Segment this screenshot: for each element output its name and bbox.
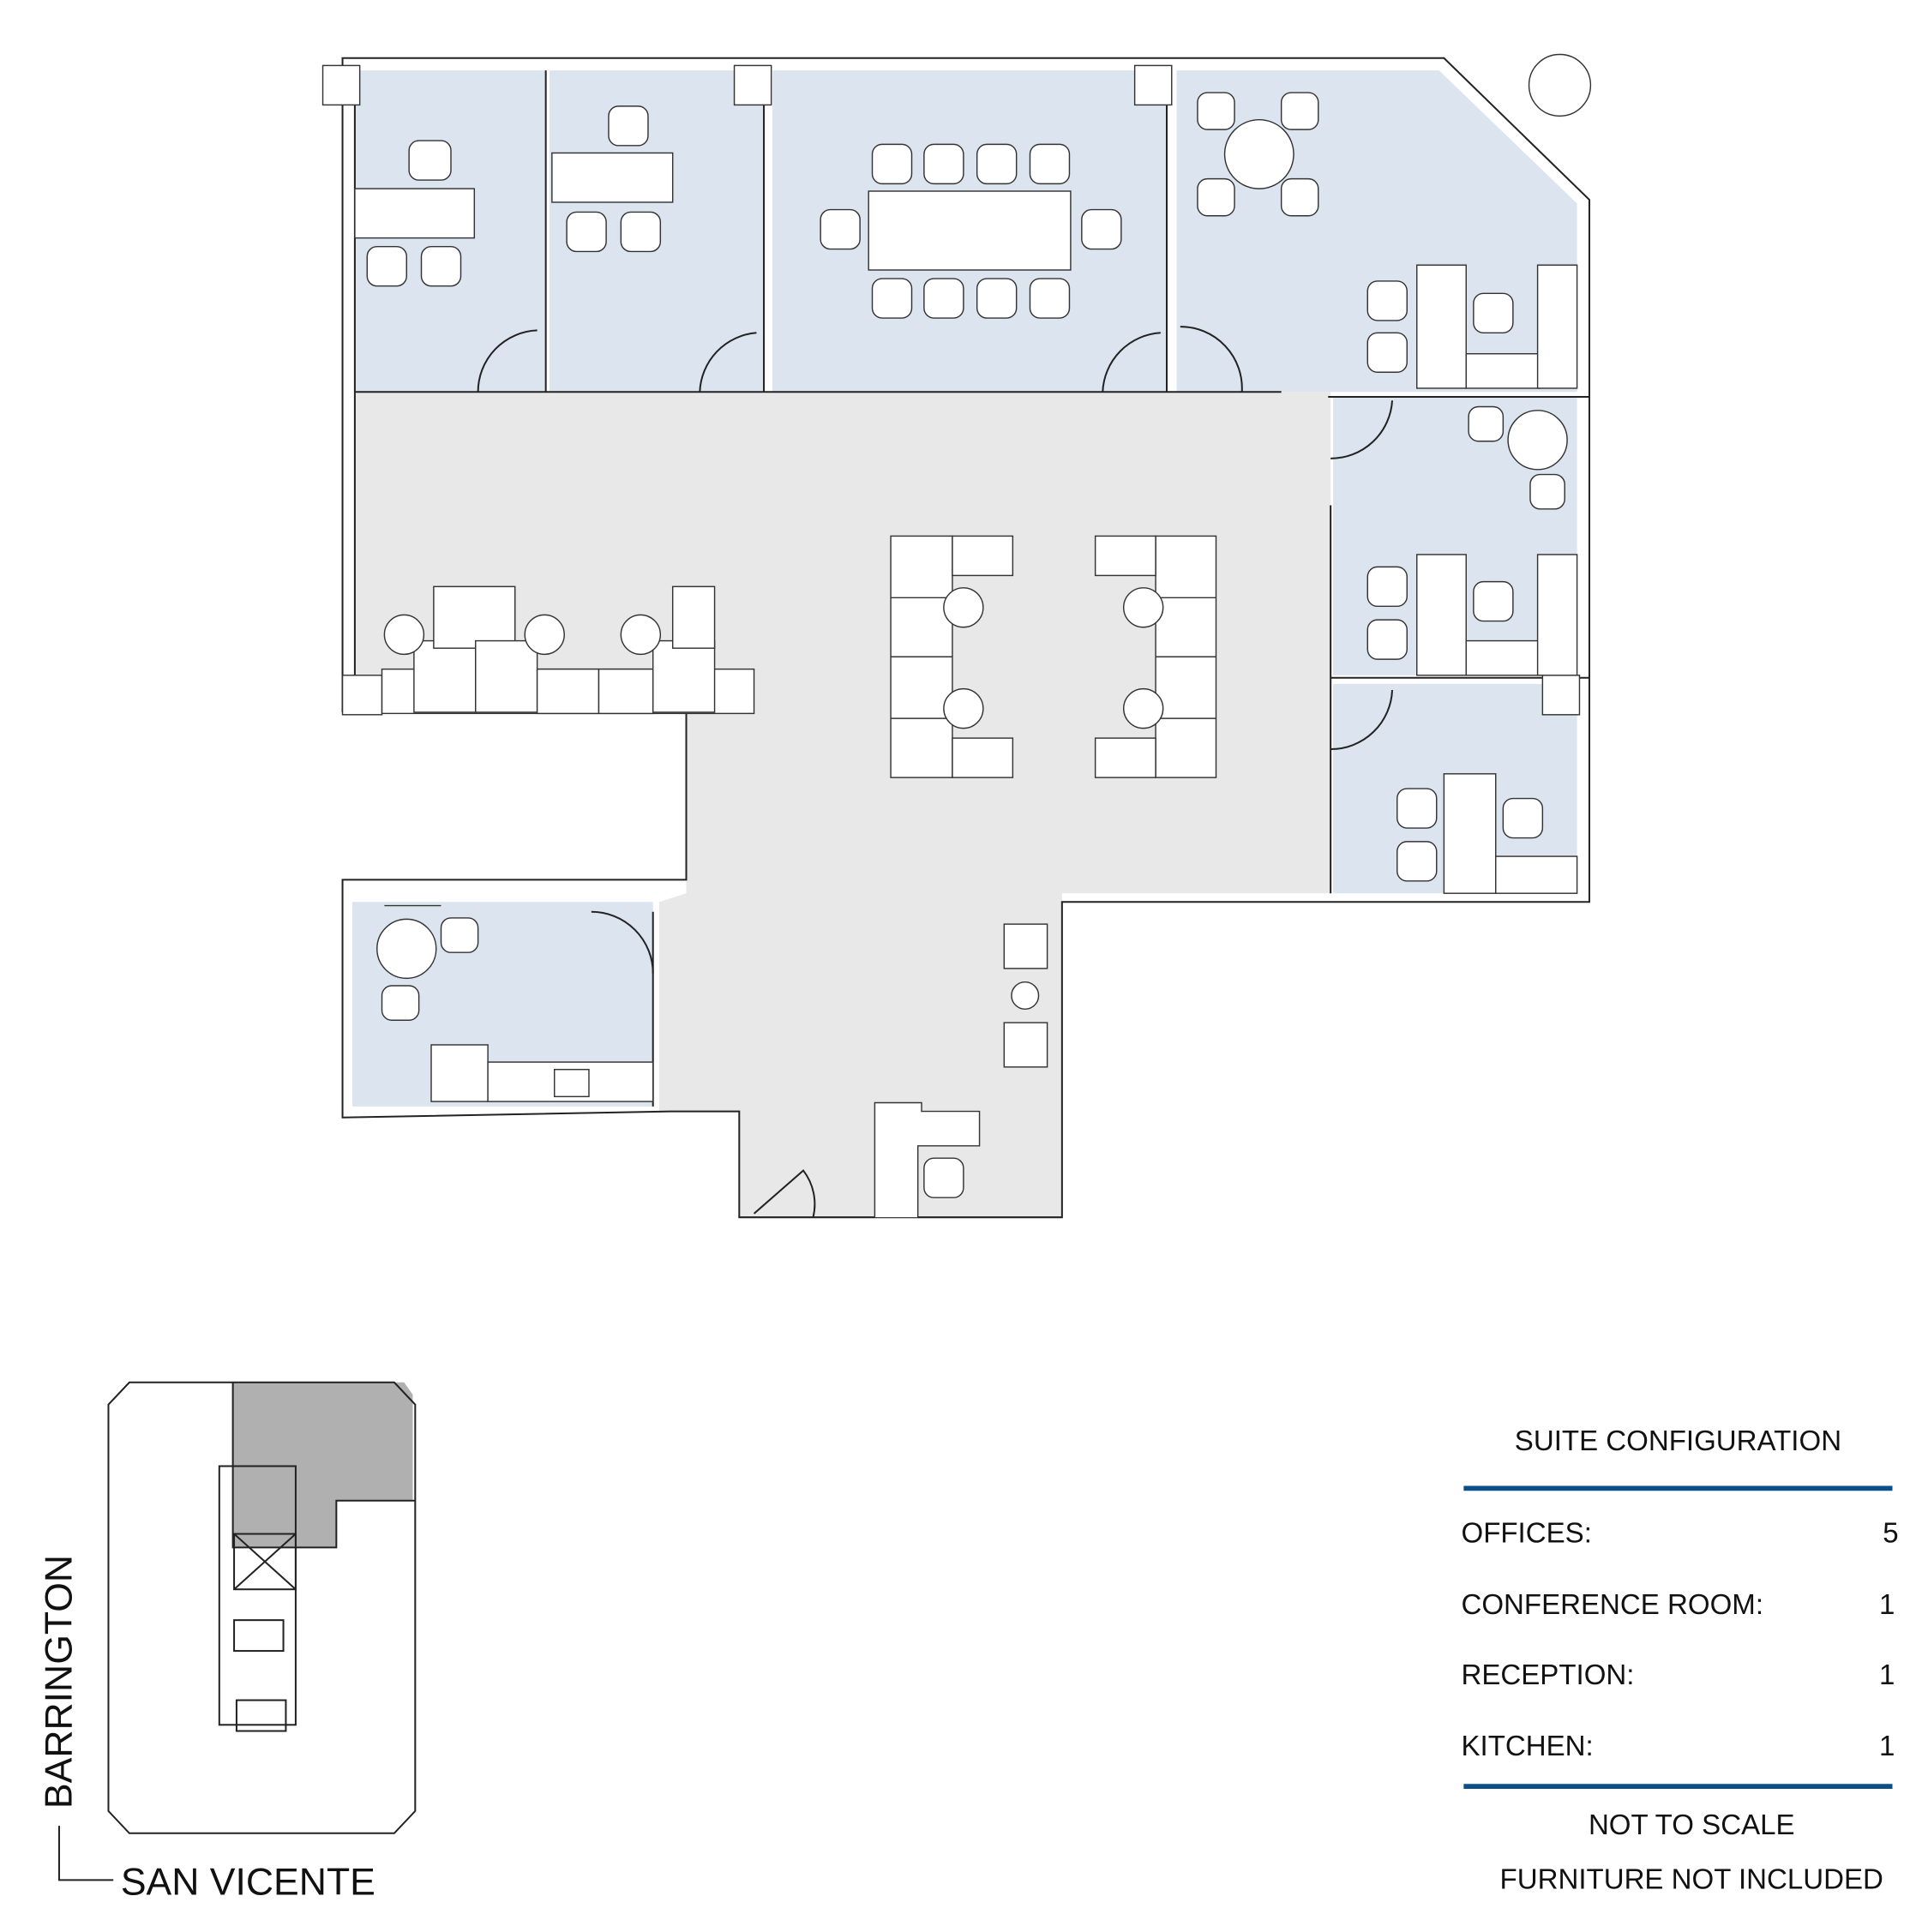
building-core [218,1382,416,1732]
legend-label-reception: RECEPTION: [1461,1659,1634,1691]
street-label-san-vicente: SAN VICENTE [121,1862,375,1904]
building-outline [107,1381,417,1834]
exterior-wall [341,57,1590,1219]
legend-title: SUITE CONFIGURATION [1515,1425,1841,1457]
suite-highlight [232,1382,413,1548]
note-not-to-scale: NOT TO SCALE [1589,1809,1795,1841]
suite-floor-plan [321,53,1592,1219]
furniture [354,92,1578,1218]
key-plan: BARRINGTON SAN VICENTE [38,1381,417,1904]
legend-label-kitchen: KITCHEN: [1461,1731,1593,1762]
legend-value-kitchen: 1 [1879,1731,1895,1762]
legend-value-conference: 1 [1879,1589,1895,1621]
legend-value-reception: 1 [1879,1659,1895,1691]
note-furniture: FURNITURE NOT INCLUDED [1500,1863,1883,1895]
legend-label-offices: OFFICES: [1461,1518,1591,1550]
street-label-barrington: BARRINGTON [38,1555,80,1809]
suite-configuration-legend: SUITE CONFIGURATION OFFICES: 5 CONFERENC… [1461,1425,1898,1896]
legend-label-conference: CONFERENCE ROOM: [1461,1589,1763,1621]
columns [321,53,1592,716]
legend-value-offices: 5 [1883,1518,1898,1550]
street-corner-marker [57,1826,114,1881]
common-area [354,392,1331,1218]
